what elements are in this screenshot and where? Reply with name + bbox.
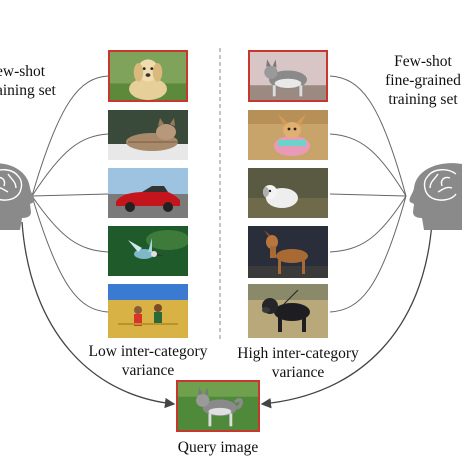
dog-image [108, 50, 188, 102]
husky-dog-image [248, 50, 328, 102]
low-variance-line2: variance [121, 362, 175, 379]
white-puppy-image [248, 168, 328, 218]
left-connector [31, 75, 109, 197]
black-dog-image [248, 284, 328, 338]
high-variance-line1: High inter-category [237, 345, 359, 362]
right-connector [329, 195, 407, 253]
right-training-set-caption: Few-shot fine-grained training set [372, 52, 474, 109]
high-variance-line2: variance [271, 364, 325, 381]
right-connector [329, 75, 407, 197]
chihuahua-image [248, 110, 328, 160]
left-caption-line1: ew-shot [0, 63, 46, 80]
query-image [176, 380, 260, 432]
left-connector [31, 193, 109, 197]
left-brain-head-icon [0, 163, 35, 230]
left-training-set-caption: ew-shot aining set [0, 62, 56, 100]
right-caption-line2: fine-grained [385, 72, 461, 89]
left-connector [31, 133, 109, 197]
car-image [108, 168, 188, 218]
left-connector [31, 195, 109, 313]
people-field-image [108, 284, 188, 338]
left-connector [31, 195, 109, 253]
query-image-caption: Query image [177, 439, 259, 456]
right-caption-line3: training set [388, 91, 458, 108]
brown-dog-image [248, 226, 328, 278]
right-brain-head-icon [409, 163, 462, 230]
high-variance-caption: High inter-category variance [226, 344, 370, 382]
low-variance-caption: Low inter-category variance [78, 342, 218, 380]
right-connector [329, 133, 407, 197]
right-caption-line1: Few-shot [394, 53, 452, 70]
right-connector [329, 193, 407, 197]
left-caption-line2: aining set [0, 82, 56, 99]
right-connector [329, 195, 407, 313]
bird-image [108, 226, 188, 276]
cat-image [108, 110, 188, 160]
low-variance-line1: Low inter-category [88, 343, 208, 360]
left-to-query-arrow [21, 221, 176, 409]
right-to-query-arrow [260, 221, 433, 409]
